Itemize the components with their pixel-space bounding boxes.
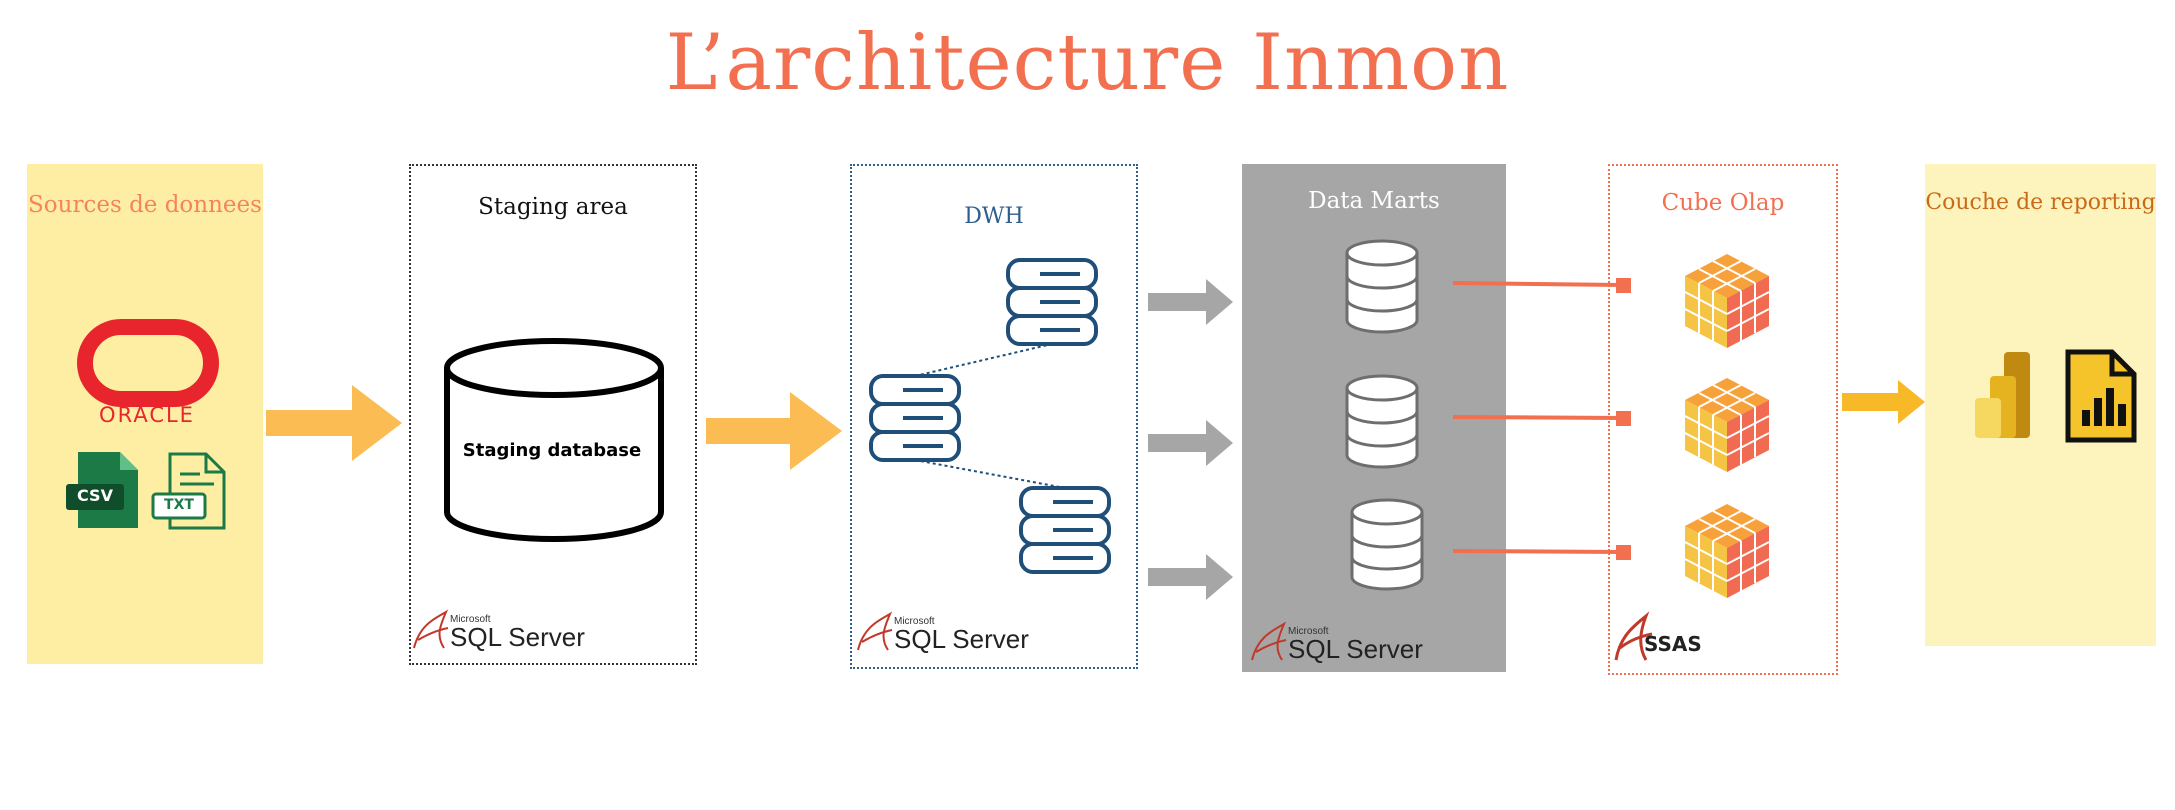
- csv-file-icon: [66, 452, 138, 528]
- sql-server-vendor: SQL Server: [894, 624, 1029, 654]
- sql-server-vendor-small: Microsoft: [1288, 626, 1329, 637]
- flow-arrow-staging-to-dwh: [706, 392, 842, 470]
- sql-server-vendor-small: Microsoft: [894, 616, 935, 627]
- data-mart-database-icon-3: [1350, 498, 1424, 591]
- sources-panel: Sources de donnees: [27, 164, 263, 664]
- server-stack-icon-middle: [869, 374, 961, 462]
- flow-arrow-dwh-to-mart-2: [1148, 420, 1233, 466]
- olap-cube-icon-1: [1684, 253, 1770, 349]
- reporting-title: Couche de reporting: [1925, 190, 2156, 215]
- sql-server-vendor: SQL Server: [450, 622, 585, 652]
- txt-file-icon: [151, 452, 226, 530]
- txt-label: TXT: [164, 497, 194, 513]
- cube-olap-title: Cube Olap: [1661, 190, 1785, 216]
- flow-arrow-dwh-to-mart-1: [1148, 279, 1233, 325]
- page-title: L’architecture Inmon: [665, 18, 1510, 108]
- csv-label: CSV: [77, 486, 113, 505]
- server-stack-icon-bottom: [1019, 486, 1111, 574]
- ssas-logo-glyph: [1614, 611, 1653, 661]
- flow-arrow-dwh-to-mart-3: [1148, 554, 1233, 600]
- data-mart-database-icon-1: [1345, 239, 1419, 334]
- staging-database-icon: [444, 338, 664, 542]
- olap-cube-icon-3: [1684, 503, 1770, 599]
- mart-to-cube-connectors: [1452, 278, 1631, 560]
- server-stack-icon-top: [1006, 258, 1098, 346]
- dwh-title: DWH: [964, 204, 1024, 229]
- flow-arrow-sources-to-staging: [266, 385, 402, 461]
- sql-server-logo-glyph-marts: [1251, 621, 1287, 661]
- report-file-icon: [2065, 349, 2137, 443]
- flow-arrow-cube-to-reporting: [1842, 380, 1925, 424]
- oracle-logo-text: ORACLE: [99, 403, 195, 427]
- oracle-logo: [77, 319, 219, 407]
- sql-server-vendor: SQL Server: [1288, 634, 1423, 664]
- staging-database-label: Staging database: [462, 440, 642, 461]
- sql-server-vendor-small: Microsoft: [450, 614, 491, 625]
- staging-title: Staging area: [478, 194, 628, 220]
- sql-server-logo-glyph-staging: [413, 609, 449, 649]
- olap-cube-icon-2: [1684, 377, 1770, 473]
- power-bi-icon: [1975, 352, 2030, 438]
- sql-server-logo-glyph-dwh: [857, 611, 893, 651]
- data-marts-title: Data Marts: [1308, 188, 1440, 214]
- ssas-label: SSAS: [1644, 632, 1702, 656]
- sources-title: Sources de donnees: [28, 192, 262, 218]
- data-mart-database-icon-2: [1345, 374, 1419, 469]
- dwh-dotted-links: [914, 343, 1066, 489]
